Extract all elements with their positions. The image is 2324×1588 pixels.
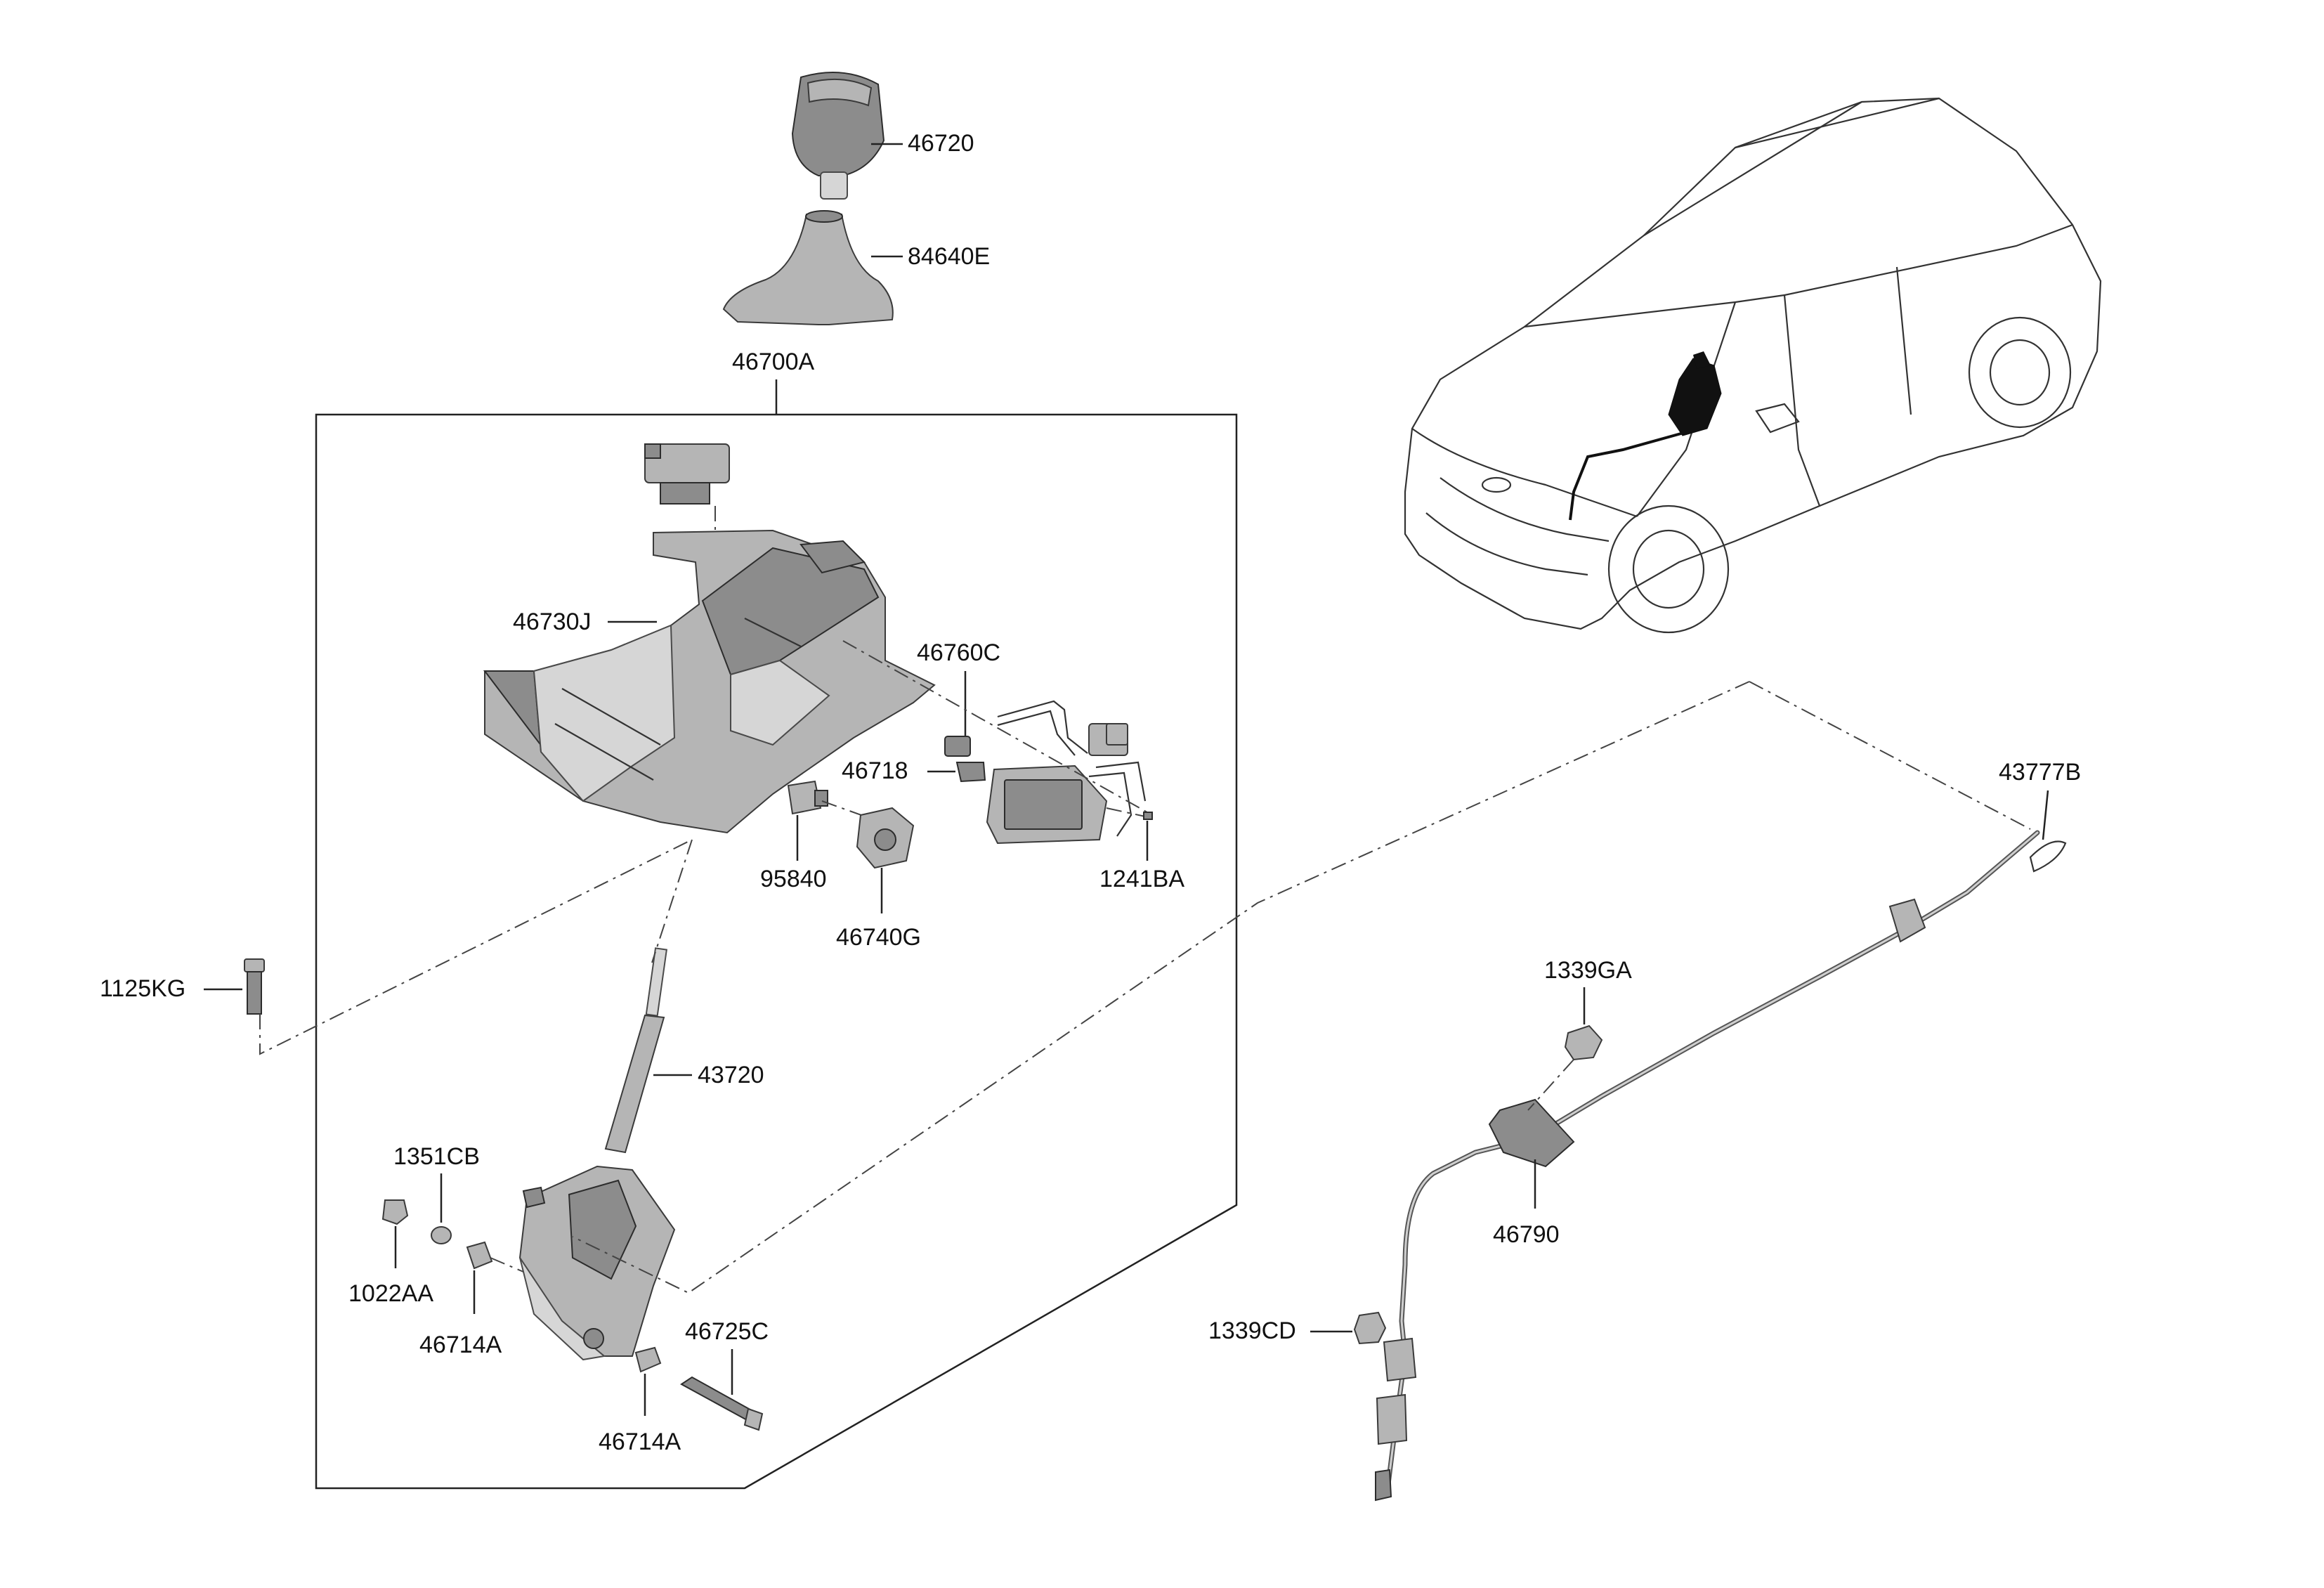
vehicle-illustration [1404,97,2102,634]
label-43720: 43720 [698,1062,764,1088]
label-46730J: 46730J [513,608,592,635]
label-46718: 46718 [842,757,908,784]
housing-cover-part [644,443,730,505]
bushing-46714A-lower [634,1346,662,1373]
bolt-1125KG [244,958,265,1015]
label-84640E: 84640E [908,243,990,270]
label-1339CD: 1339CD [1208,1317,1296,1344]
sensor-95840 [787,780,828,815]
label-1022AA: 1022AA [348,1280,433,1307]
part-46740G [856,807,915,869]
assembly-box [315,413,1238,1490]
bushing-46714A-upper [466,1241,493,1270]
indicator-harness [944,700,1147,845]
shift-lever [518,947,676,1361]
washer-1351CB [431,1226,452,1244]
label-1125KG: 1125KG [100,975,185,1002]
shift-cable [1375,830,2040,1502]
pin-46725C [680,1376,764,1431]
nut-1339GA [1564,1024,1603,1061]
shift-knob [791,71,885,200]
screw-1241BA [1143,812,1153,820]
label-1241BA: 1241BA [1099,866,1184,892]
shift-boot [722,210,894,325]
label-46714A-lower: 46714A [599,1428,681,1455]
label-46790: 46790 [1493,1221,1560,1248]
shifter-housing [483,529,936,834]
label-46760C: 46760C [917,639,1000,666]
label-46700A: 46700A [732,349,815,375]
nut-1339CD [1353,1311,1387,1345]
leader-line [2042,790,2049,840]
label-46740G: 46740G [836,924,921,951]
label-1339GA: 1339GA [1544,957,1632,984]
nut-1022AA [381,1199,409,1225]
label-46714A-upper: 46714A [419,1332,502,1358]
clip-43777B [2029,840,2067,873]
label-46720: 46720 [908,130,974,157]
part-46718 [955,762,986,783]
label-43777B: 43777B [1999,759,2081,786]
label-95840: 95840 [760,866,827,892]
label-1351CB: 1351CB [393,1143,480,1170]
label-46725C: 46725C [685,1318,769,1345]
